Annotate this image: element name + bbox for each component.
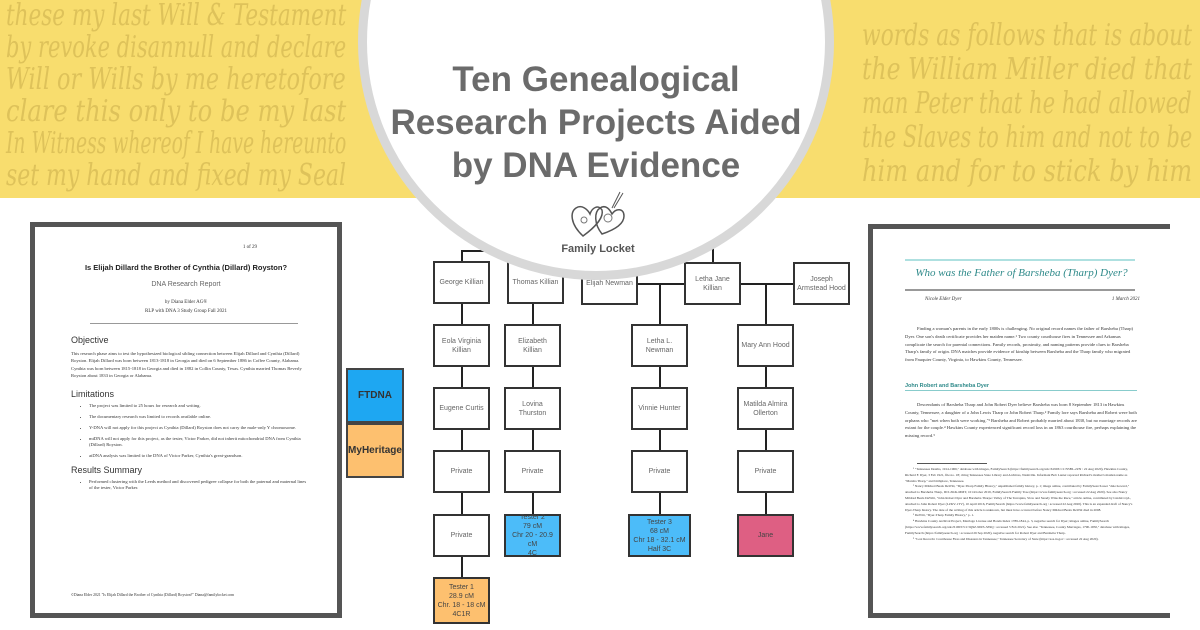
handwriting-line: words as follows that is about xyxy=(862,18,1192,53)
objective-heading: Objective xyxy=(71,335,109,345)
objective-text: This research phase aims to test the hyp… xyxy=(71,351,302,378)
article-title: Who was the Father of Barsheba (Tharp) D… xyxy=(915,267,1128,279)
person-node: Joseph Armstead Hood xyxy=(793,262,850,305)
connector-line xyxy=(638,283,684,285)
report-title: Is Elijah Dillard the Brother of Cynthia… xyxy=(84,263,288,272)
footnote: ⁴ Hawkins County Archival Project, Marri… xyxy=(905,519,1130,535)
connector-line xyxy=(461,250,501,252)
connector-line xyxy=(741,283,793,285)
connector-line xyxy=(659,367,661,387)
article-author: Nicole Elder Dyer xyxy=(925,297,962,302)
handwriting-line: the Slaves to him and not to be xyxy=(862,120,1193,155)
person-node: Matilda Almira Ollerton xyxy=(737,387,794,430)
connector-line xyxy=(765,430,767,450)
limitation-item: The documentary research was limited to … xyxy=(89,414,307,420)
report-subtitle: DNA Research Report xyxy=(151,281,221,288)
connector-line xyxy=(461,304,463,324)
research-report-preview: 1 of 29 Is Elijah Dillard the Brother of… xyxy=(30,222,342,618)
person-node: Private xyxy=(433,450,490,493)
connector-line xyxy=(712,248,714,262)
person-node: Lovina Thurston xyxy=(504,387,561,430)
article-date: 1 March 2021 xyxy=(1111,297,1140,302)
handwriting-line: the William Miller died that xyxy=(862,52,1192,87)
article-intro: Finding a woman's parents in the early 1… xyxy=(905,326,1134,363)
legend-myheritage: MyHeritage xyxy=(346,423,404,478)
handwriting-line: clare this only to be my last xyxy=(6,94,347,129)
legend-ftdna: FTDNA xyxy=(346,368,404,423)
person-node: Eugene Curtis xyxy=(433,387,490,430)
tester-node: Jane xyxy=(737,514,794,557)
connector-line xyxy=(659,493,661,514)
title-rule-bottom xyxy=(905,289,1135,291)
connector-line xyxy=(532,430,534,450)
family-locket-logo: Family Locket xyxy=(548,190,648,255)
footnote: ³ DeWitt, "Dyer-Tharp Family History," p… xyxy=(913,513,974,518)
handwriting-line: him and for to stick by him xyxy=(862,154,1193,189)
connector-line xyxy=(461,493,463,514)
handwriting-line: by revoke disannull and declare xyxy=(6,30,347,65)
connector-line xyxy=(532,304,534,324)
report-author: by Diana Elder AG® xyxy=(164,300,208,305)
report-footer: ©Diana Elder 2021 "Is Elijah Dillard the… xyxy=(71,593,235,597)
connector-line xyxy=(765,367,767,387)
section-text: Descendants of Barsheba Tharp and John R… xyxy=(905,402,1137,439)
connector-line xyxy=(461,557,463,577)
report-group: RLP with DNA 3 Study Group Fall 2021 xyxy=(145,309,227,314)
footnote: ⁵ "Lost Records: Courthouse Fires and Di… xyxy=(913,536,1099,541)
research-article-preview: Who was the Father of Barsheba (Tharp) D… xyxy=(868,224,1170,618)
limitation-item: mtDNA will not apply for this project, a… xyxy=(89,436,307,448)
connector-line xyxy=(532,367,534,387)
person-node: Eola Virginia Killian xyxy=(433,324,490,367)
section-heading: John Robert and Barsheba Dyer xyxy=(905,383,1137,391)
connector-line xyxy=(659,430,661,450)
person-node: Elizabeth Killian xyxy=(504,324,561,367)
connector-line xyxy=(659,283,661,325)
handwriting-line: Will or Wills by me heretofore xyxy=(6,62,346,97)
limitation-item: atDNA analysis was limited to the DNA of… xyxy=(89,453,307,459)
person-node: Private xyxy=(433,514,490,557)
footnote: ² Nancy Mildred Beals DeWitt, "Dyer-Thar… xyxy=(905,484,1133,512)
footnote-rule xyxy=(917,463,987,464)
connector-line xyxy=(532,493,534,514)
tester-node: Tester 3 68 cM Chr 18 - 32.1 cM Half 3C xyxy=(628,514,691,557)
connector-line xyxy=(765,283,767,325)
person-node: Private xyxy=(631,450,688,493)
person-node: Vinnie Hunter xyxy=(631,387,688,430)
connector-line xyxy=(461,367,463,387)
limitation-item: The project was limited to 25 hours for … xyxy=(89,403,307,409)
handwriting-line: man Peter that he had allowed xyxy=(862,86,1192,121)
handwriting-line: these my last Will & Testament xyxy=(6,0,347,33)
connector-line xyxy=(765,493,767,514)
results-item: Performed clustering with the Leeds meth… xyxy=(89,479,307,491)
person-node: George Killian xyxy=(433,261,490,304)
tester-node: Tester 2 79 cM Chr 20 - 20.9 cM 4C xyxy=(504,514,561,557)
person-node: Letha L. Newman xyxy=(631,324,688,367)
logo-text: Family Locket xyxy=(561,243,635,255)
heart-locket-icon xyxy=(571,191,625,237)
handwriting-line: In Witness whereof I have hereunto xyxy=(6,126,347,161)
connector-line xyxy=(461,430,463,450)
person-node: Private xyxy=(504,450,561,493)
person-node: Letha Jane Killian xyxy=(684,262,741,305)
limitation-item: Y-DNA will not apply for this project as… xyxy=(89,425,307,431)
results-heading: Results Summary xyxy=(71,465,143,476)
handwriting-line: set my hand and fixed my Seal xyxy=(6,158,347,193)
footnote: ¹ "Tennessee Deaths, 1914-1966," databas… xyxy=(905,467,1128,483)
connector-line xyxy=(461,250,463,262)
limitations-heading: Limitations xyxy=(71,389,115,400)
title-rule xyxy=(905,259,1135,261)
page-number: 1 of 29 xyxy=(242,245,257,250)
person-node: Private xyxy=(737,450,794,493)
divider xyxy=(90,323,298,324)
headline: Ten Genealogical Research Projects Aided… xyxy=(390,60,802,185)
tester-node: Tester 1 28.9 cM Chr. 18 - 18 cM 4C1R xyxy=(433,577,490,624)
person-node: Mary Ann Hood xyxy=(737,324,794,367)
